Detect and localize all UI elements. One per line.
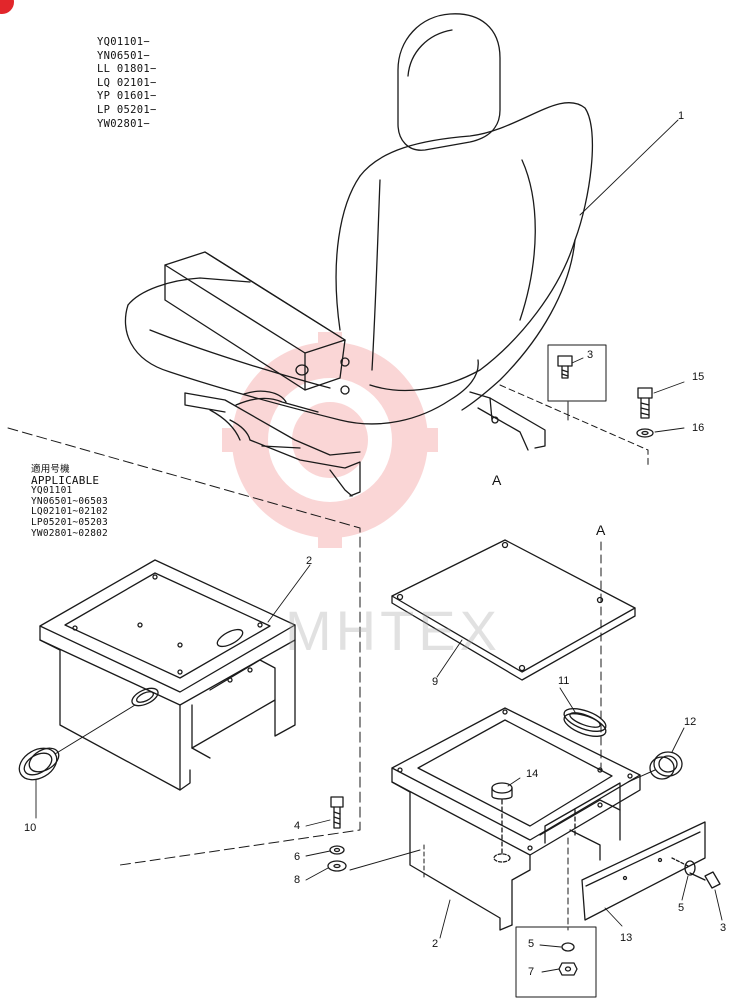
callout-5: 5 (678, 902, 685, 914)
grommet-11 (563, 708, 607, 737)
view-letter-a: A (492, 472, 502, 488)
washer-6 (329, 845, 345, 855)
callout-16: 16 (692, 422, 705, 434)
serial-number: LQ 02101− (97, 76, 157, 89)
callout-2: 2 (306, 555, 313, 567)
applicable-item: YW02801~02802 (31, 527, 108, 539)
callout-12: 12 (684, 716, 697, 728)
bolt-3-right (671, 857, 721, 889)
callout-2: 2 (432, 938, 439, 950)
applicable-item: YN06501~06503 (31, 495, 108, 507)
applicable-jp-label: 適用号機 (31, 464, 70, 475)
callout-3: 3 (720, 922, 727, 934)
serial-number: YN06501− (97, 49, 150, 62)
callout-1: 1 (678, 110, 685, 122)
cap-14 (491, 782, 513, 863)
callout-6: 6 (294, 851, 301, 863)
seat-assembly (124, 13, 594, 497)
callout-9: 9 (432, 676, 439, 688)
applicable-label: APPLICABLE (31, 473, 100, 487)
grommet-12 (649, 751, 683, 780)
applicable-serials: 適用号機 APPLICABLE YQ01101 YN06501~06503 LQ… (31, 464, 108, 539)
bolt-3-detail-box (547, 344, 607, 402)
serial-number-list: YQ01101− YN06501− LL 01801− LQ 02101− YP… (97, 36, 157, 131)
plate-9 (391, 539, 636, 681)
callout-5: 5 (528, 938, 535, 950)
watermark-text: MHTEX (285, 599, 501, 662)
callout-10: 10 (24, 822, 37, 834)
washer-16 (636, 428, 654, 438)
callout-3: 3 (587, 349, 594, 361)
callout-7: 7 (528, 966, 535, 978)
callout-14: 14 (526, 768, 539, 780)
watermark-gear-icon (222, 332, 438, 548)
bolt-15 (637, 387, 653, 419)
stand-2-right (391, 707, 641, 931)
applicable-item: LQ02101~02102 (31, 506, 108, 518)
applicable-item: YQ01101 (31, 485, 73, 497)
serial-number: YP 01601− (97, 90, 157, 103)
plate-13 (567, 821, 706, 931)
callout-8: 8 (294, 874, 301, 886)
serial-number: YW02801− (97, 117, 150, 130)
callout-11: 11 (558, 675, 570, 687)
callout-4: 4 (294, 820, 301, 832)
serial-number: LL 01801− (97, 63, 157, 76)
bolt-4 (330, 796, 344, 829)
stand-2-left (39, 559, 296, 791)
view-letter-a: A (596, 522, 606, 538)
callout-13: 13 (620, 932, 633, 944)
serial-number: LP 05201− (97, 103, 157, 116)
callout-15: 15 (692, 371, 705, 383)
applicable-item: LP05201~05203 (31, 516, 108, 528)
washer-8 (327, 860, 347, 872)
serial-number: YQ01101− (97, 36, 150, 48)
grommet-10 (18, 747, 60, 781)
